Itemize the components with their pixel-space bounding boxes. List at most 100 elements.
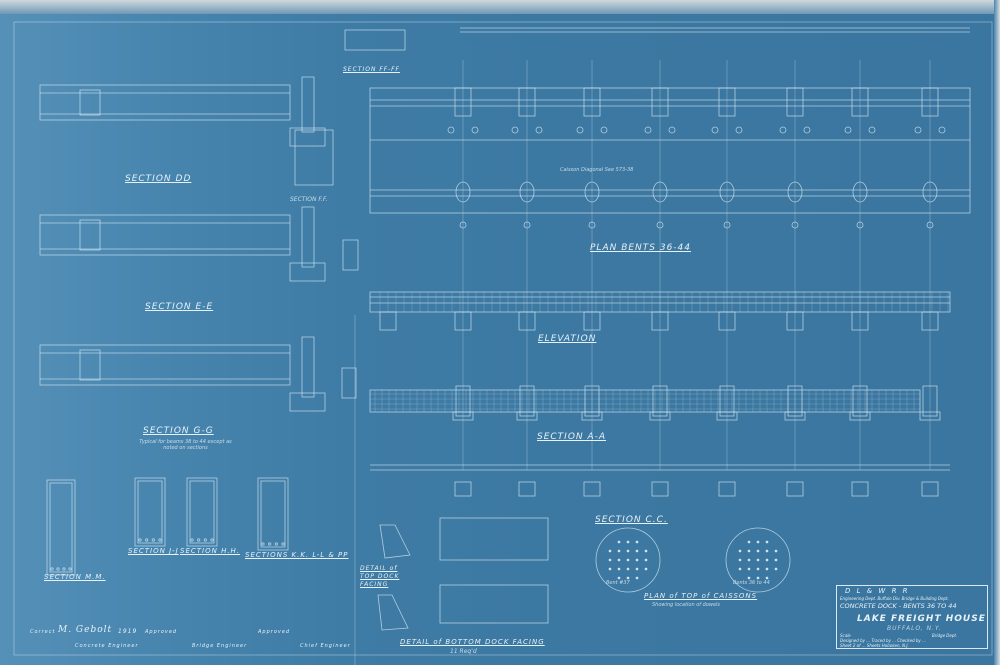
elevation-pier: [786, 311, 804, 331]
lower-pier: [851, 481, 869, 497]
approval-concrete-engineer: Concrete Engineer: [75, 643, 139, 649]
bent-marker: [511, 126, 519, 134]
bent-marker: [588, 221, 596, 229]
rebar-dot: [281, 542, 285, 546]
approval-approved-2: Approved: [258, 629, 291, 635]
section-aa-column: [455, 385, 471, 417]
rebar-dot: [50, 567, 54, 571]
caisson-circle: [595, 527, 661, 593]
dowel-dot: [608, 567, 612, 571]
dowel-dot: [756, 540, 760, 544]
bent-marker: [914, 126, 922, 134]
bent-marker: [644, 126, 652, 134]
dowel-dot: [738, 558, 742, 562]
section-aa-footing: [784, 411, 806, 421]
rebar-dot: [68, 567, 72, 571]
plan-column: [583, 87, 601, 117]
title-location: BUFFALO, N.Y.: [887, 625, 942, 632]
title-block: D L & W R R Engineering Dept. Buffalo Di…: [836, 585, 988, 649]
dowel-dot: [626, 549, 630, 553]
elevation-pier: [583, 311, 601, 331]
label-section-mm: SECTION M.M.: [44, 573, 106, 581]
label-plan-bents: PLAN BENTS 36-44: [590, 243, 692, 253]
bent-marker: [735, 126, 743, 134]
section-column: [301, 76, 315, 133]
approval-approved-1: Approved: [145, 629, 178, 635]
plan-column: [718, 87, 736, 117]
caisson-outline: [787, 181, 803, 203]
approval-signature: M. Gebolt: [58, 625, 113, 635]
section-footing: [289, 262, 326, 282]
section-aa-column: [787, 385, 803, 417]
label-section-aa: SECTION A-A: [537, 432, 607, 442]
dowel-dot: [617, 558, 621, 562]
label-section-ff: SECTION FF-FF: [343, 66, 400, 73]
rebar-dot: [62, 567, 66, 571]
rebar-section: [134, 477, 166, 547]
dowel-dot: [774, 558, 778, 562]
elevation-pier: [718, 311, 736, 331]
section-footing: [289, 127, 326, 147]
lower-pier: [651, 481, 669, 497]
dowel-dot: [635, 558, 639, 562]
dowel-dot: [626, 567, 630, 571]
dowel-dot: [635, 567, 639, 571]
caisson-outline: [922, 181, 938, 203]
rebar-dot: [190, 538, 194, 542]
dowel-dot: [756, 567, 760, 571]
elevation-pier: [921, 311, 939, 331]
dowel-dot: [765, 549, 769, 553]
bent-marker: [523, 221, 531, 229]
elevation-pier: [518, 311, 536, 331]
bent-marker: [926, 221, 934, 229]
dowel-dot: [747, 549, 751, 553]
label-bents-36-44: Bents 36 to 44: [733, 580, 770, 586]
elevation-pier: [454, 311, 472, 331]
dowel-dot: [765, 558, 769, 562]
dowel-dot: [617, 549, 621, 553]
dowel-dot: [635, 576, 639, 580]
bent-marker: [711, 126, 719, 134]
label-detail-top: DETAIL of TOP DOCK FACING: [360, 565, 400, 588]
bent-marker: [668, 126, 676, 134]
dowel-dot: [626, 540, 630, 544]
title-scale: Scale: [840, 633, 851, 638]
caisson-circle: [725, 527, 791, 593]
section-beam: [39, 214, 291, 256]
detail-top-facing: [379, 524, 411, 559]
section-ff-box: [342, 239, 359, 271]
dowel-dot: [644, 558, 648, 562]
bent-marker: [471, 126, 479, 134]
dowel-dot: [608, 549, 612, 553]
label-section-hh: SECTION H.H.: [180, 547, 241, 555]
caisson-outline: [584, 181, 600, 203]
dowel-dot: [635, 540, 639, 544]
section-column: [301, 206, 315, 268]
stirrup: [49, 482, 73, 573]
section-aa-footing: [581, 411, 603, 421]
title-dept-line: Engineering Dept. Buffalo Div. Bridge & …: [840, 596, 949, 601]
rebar-dot: [158, 538, 162, 542]
bent-marker: [868, 126, 876, 134]
section-aa-footing: [919, 411, 941, 421]
lower-pier: [583, 481, 601, 497]
bent-marker: [447, 126, 455, 134]
lower-pier: [454, 481, 472, 497]
section-aa-footing: [452, 411, 474, 421]
label-sections-kk: SECTIONS K.K. L-L & PP: [245, 551, 349, 559]
section-aa-footing: [716, 411, 738, 421]
label-section-ee: SECTION E-E: [145, 302, 214, 312]
label-plan-caissons-note: Showing location of dowels: [652, 602, 721, 608]
section-aa-wall: [369, 389, 921, 413]
section-detail: [79, 349, 101, 381]
elevation-pier: [379, 311, 397, 331]
label-section-gg: SECTION G-G: [143, 426, 214, 436]
section-aa-column: [922, 385, 938, 417]
bent-marker: [938, 126, 946, 134]
section-detail: [79, 89, 101, 116]
title-designed: Designed by ... Traced by ... Checked by…: [840, 638, 926, 643]
approval-year: 1919: [118, 628, 138, 635]
dowel-dot: [765, 540, 769, 544]
bent-marker: [576, 126, 584, 134]
bent-marker: [856, 221, 864, 229]
